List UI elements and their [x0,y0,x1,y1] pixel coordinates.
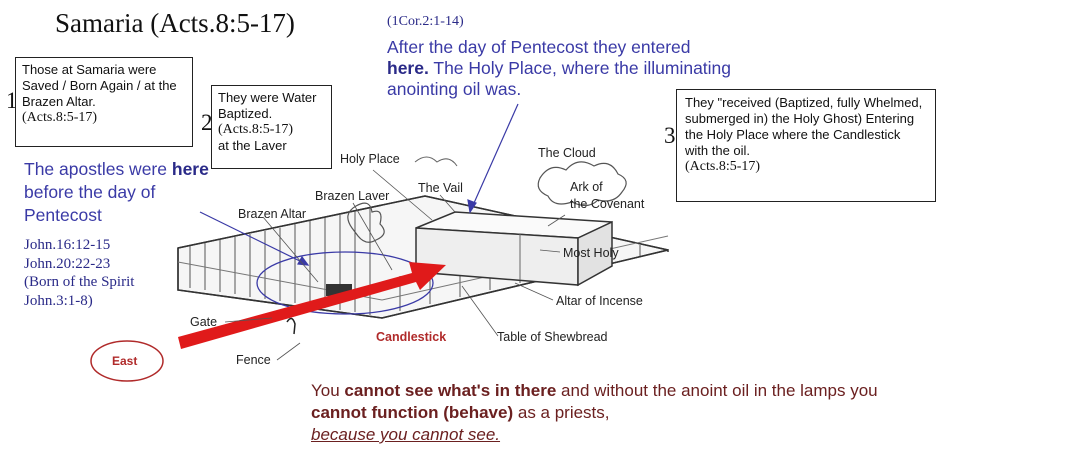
label-fence: Fence [236,353,271,367]
label-ark-line1: Ark of [570,180,603,194]
label-most-holy: Most Holy [563,246,619,260]
cloud [537,161,627,207]
apostles-text-post: before the day of Pentecost [24,182,156,225]
box1-text: Those at Samaria were Saved / Born Again… [22,62,177,109]
box3-number: 3 [664,123,676,148]
bottom-underline: because you cannot see. [311,425,501,444]
tabernacle-tent [415,211,613,287]
page-title: Samaria (Acts.8:5-17) [55,8,295,38]
ref-line: (Born of the Spirit [24,274,135,290]
box2-text2: at the Laver [218,138,287,153]
pentecost-note: After the day of Pentecost they entered … [387,37,737,100]
box2-text: They were Water Baptized. [218,90,317,121]
bottom-text-3: as a priests, [517,403,610,422]
apostles-text-bold: here [171,159,209,179]
label-gate: Gate [190,315,218,329]
courtyard-highlight [256,251,434,315]
apostles-note: The apostles were here before the day of… [24,158,214,227]
label-ark-of-covenant: Ark of the Covenant [570,179,644,213]
box1-ref: (Acts.8:5-17) [22,110,98,125]
box1-number: 1 [6,88,18,113]
label-the-cloud: The Cloud [538,146,596,160]
bottom-bold-2: cannot function (behave) [311,403,514,422]
ref-line: John.16:12-15 [24,237,111,253]
east-oval [90,340,164,382]
apostles-text-pre: The apostles were [24,159,167,179]
box3-note: They "received (Baptized, fully Whelmed,… [676,89,936,202]
box2-number: 2 [201,110,213,135]
label-candlestick: Candlestick [376,330,447,344]
box3-text: They "received (Baptized, fully Whelmed,… [685,95,923,158]
box2-ref: (Acts.8:5-17) [218,122,294,137]
pentecost-text-pre: After the day of Pentecost they entered [387,37,691,57]
bottom-text-1: You [311,381,340,400]
pentecost-text-bold: here. [387,58,429,78]
bottom-note: You cannot see what's in there and witho… [311,380,881,446]
pentecost-text-post: The Holy Place, where the illuminating a… [387,58,732,99]
ref-line: John.20:22-23 [24,255,111,272]
arrow-apostles [199,211,309,266]
entry-arrow [178,262,446,349]
label-altar-of-incense: Altar of Incense [556,294,643,308]
box3-ref: (Acts.8:5-17) [685,159,761,174]
ref-line: John.3:1-8) [24,292,93,309]
label-the-vail: The Vail [418,181,463,195]
scripture-refs: John.16:12-15 John.20:22-23 (Born of the… [24,236,134,310]
box2-note: They were Water Baptized. (Acts.8:5-17) … [211,85,332,169]
arrow-pentecost [469,103,519,213]
top-reference: (1Cor.2:1-14) [387,14,464,29]
laver-smoke [347,202,385,243]
label-holy-place: Holy Place [340,152,400,166]
label-brazen-altar: Brazen Altar [238,207,307,221]
label-east: East [112,354,138,368]
label-table-of-shewbread: Table of Shewbread [497,330,608,344]
bottom-bold-1: cannot see what's in there [344,381,557,400]
label-ark-line2: the Covenant [570,197,645,211]
label-brazen-laver: Brazen Laver [315,189,390,203]
box1-note: Those at Samaria were Saved / Born Again… [15,57,193,147]
bottom-text-2: and without the anoint oil in the lamps … [561,381,878,400]
